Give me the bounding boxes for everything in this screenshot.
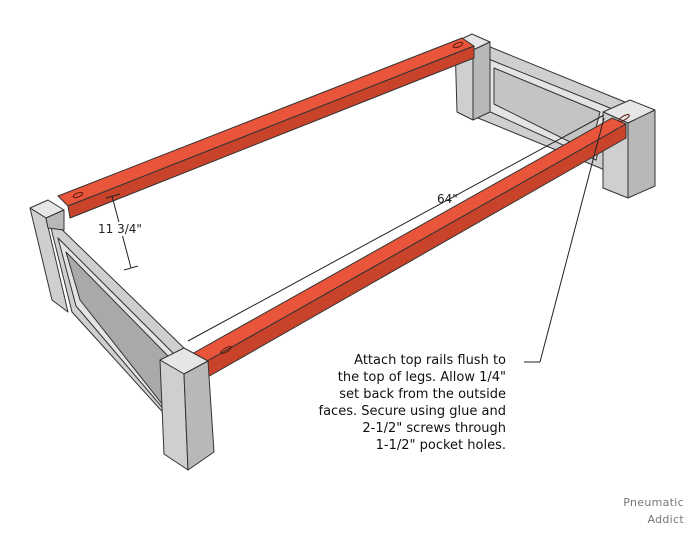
note-line: Attach top rails flush to [354, 353, 506, 368]
note-line: 2-1/2" screws through [362, 421, 506, 436]
left-end-panel [47, 215, 189, 441]
logo: Pneumatic Addict [623, 494, 684, 528]
logo-line: Addict [647, 513, 684, 526]
front-top-rail [189, 114, 630, 379]
back-top-rail [57, 37, 475, 219]
front-right-leg [159, 347, 215, 471]
instruction-note: Attach top rails flush to the top of leg… [318, 352, 507, 454]
note-line: the top of legs. Allow 1/4" [337, 370, 506, 385]
leader-line-diagonal [539, 117, 605, 363]
length-dimension-label: 64" [437, 192, 458, 206]
logo-line: Pneumatic [623, 496, 684, 509]
front-left-leg [29, 199, 69, 313]
note-line: set back from the outside [339, 387, 506, 402]
dimension-length [187, 114, 605, 342]
width-dimension-label: 11 3/4" [98, 222, 142, 236]
note-line: faces. Secure using glue and [318, 404, 507, 419]
note-line: 1-1/2" pocket holes. [375, 438, 506, 453]
